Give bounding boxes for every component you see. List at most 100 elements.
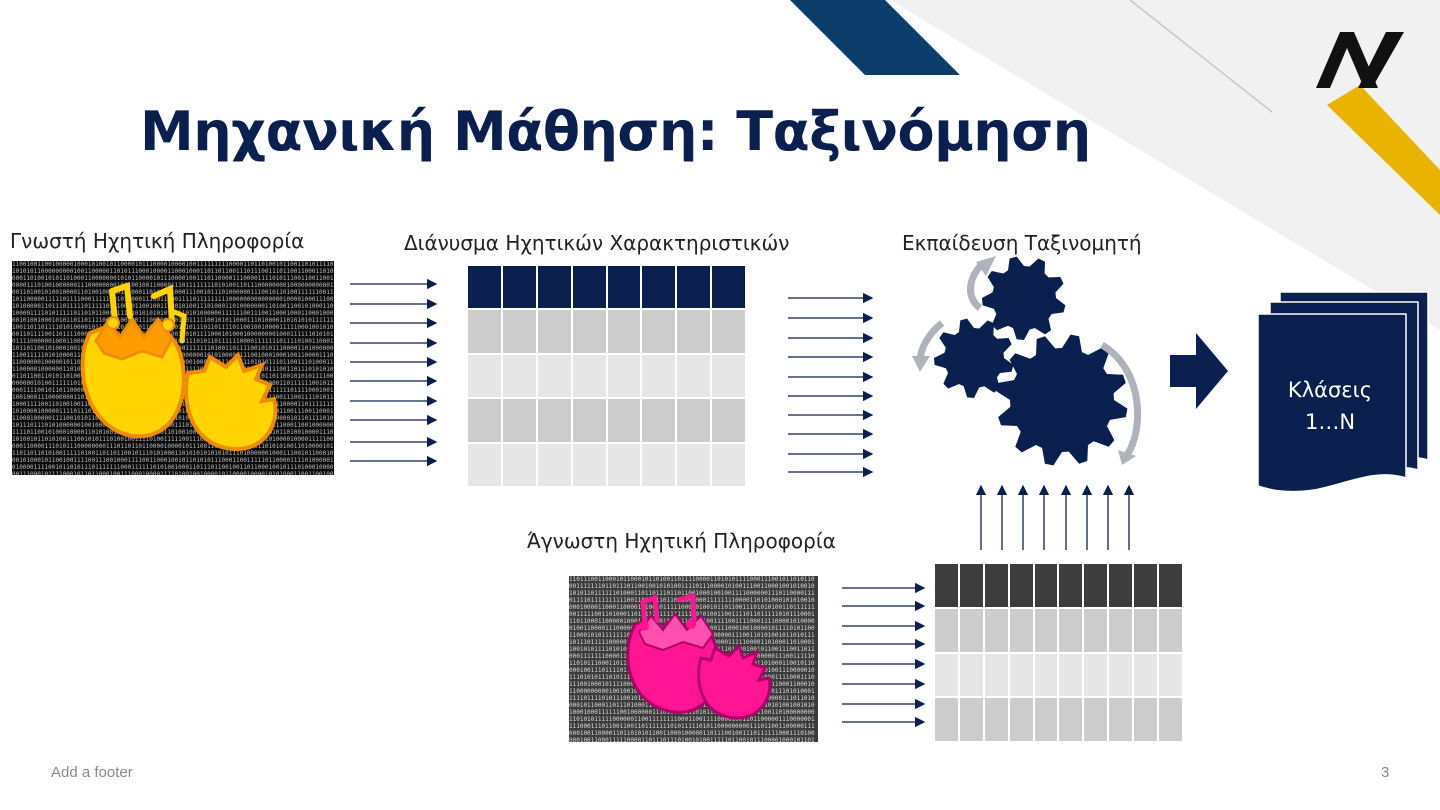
table-header-cell — [572, 266, 606, 309]
table-header-cell — [1059, 564, 1083, 607]
footer-text: Add a footer — [51, 764, 133, 781]
table-header-cell — [1109, 564, 1133, 607]
unknown-audio-label: Άγνωστη Ηχητική Πληροφορία — [527, 529, 836, 553]
table-header-cell — [1084, 564, 1108, 607]
gold-stripe — [1327, 85, 1440, 215]
table-header-cell — [607, 266, 641, 309]
table-cell — [1109, 653, 1133, 697]
table-cell — [502, 399, 536, 442]
table-cell — [1034, 698, 1058, 741]
classes-label: Κλάσεις 1…N — [1270, 374, 1390, 438]
light-gray-stripe — [890, 0, 1440, 330]
table-cell — [537, 443, 571, 486]
table-cell — [1059, 653, 1083, 697]
table-cell — [677, 443, 711, 486]
music-egg-pink-icon — [626, 592, 772, 720]
table-cell — [642, 399, 676, 442]
table-cell — [677, 399, 711, 442]
table-header-cell — [1034, 564, 1058, 607]
gear-rotation-arrow-right — [1100, 341, 1142, 457]
table-cell — [468, 399, 501, 442]
table-cell — [712, 443, 745, 486]
table-cell — [1009, 698, 1033, 741]
gears-icon — [912, 256, 1142, 466]
table-cell — [607, 310, 641, 353]
table-cell — [1034, 608, 1058, 652]
blue-stripe — [790, 0, 960, 75]
arrows-to-classifier-up — [975, 484, 1135, 550]
table-cell — [984, 653, 1008, 697]
table-cell — [959, 608, 983, 652]
slide-title: Μηχανική Μάθηση: Ταξινόμηση — [140, 100, 1091, 163]
table-cell — [607, 354, 641, 398]
classes-label-line1: Κλάσεις — [1287, 378, 1373, 402]
table-header-cell — [677, 266, 711, 309]
table-header-cell — [984, 564, 1008, 607]
table-header-cell — [959, 564, 983, 607]
unknown-audio-image: 1101110011000101100010110100110111100001… — [569, 576, 818, 742]
table-header-cell — [502, 266, 536, 309]
table-header-cell — [935, 564, 958, 607]
table-cell — [642, 443, 676, 486]
thin-gray-line — [1129, 0, 1273, 113]
table-cell — [607, 399, 641, 442]
table-cell — [1159, 608, 1182, 652]
known-audio-image: 1100100110010000010001010010110000101110… — [12, 261, 334, 475]
table-cell — [1134, 653, 1158, 697]
table-cell — [537, 399, 571, 442]
gear-large — [996, 334, 1128, 466]
table-cell — [572, 310, 606, 353]
table-cell — [677, 354, 711, 398]
table-cell — [642, 310, 676, 353]
table-header-cell — [642, 266, 676, 309]
table-cell — [1034, 653, 1058, 697]
table-header-cell — [712, 266, 745, 309]
arrow-right-icon — [1170, 333, 1228, 409]
table-header-cell — [1159, 564, 1182, 607]
table-cell — [642, 354, 676, 398]
table-cell — [1084, 608, 1108, 652]
table-header-cell — [1009, 564, 1033, 607]
table-cell — [935, 698, 958, 741]
known-audio-label: Γνωστή Ηχητική Πληροφορία — [10, 229, 305, 253]
table-cell — [1159, 698, 1182, 741]
table-cell — [935, 653, 958, 697]
table-cell — [1109, 608, 1133, 652]
arrows-to-feature-vector — [350, 278, 438, 467]
table-cell — [984, 698, 1008, 741]
table-cell — [468, 354, 501, 398]
table-cell — [572, 399, 606, 442]
table-cell — [502, 310, 536, 353]
document-stack-icon — [1257, 291, 1429, 493]
table-cell — [572, 354, 606, 398]
av-logo-icon — [1316, 32, 1404, 88]
table-cell — [1159, 653, 1182, 697]
table-cell — [572, 443, 606, 486]
table-cell — [712, 399, 745, 442]
table-cell — [502, 354, 536, 398]
table-cell — [677, 310, 711, 353]
table-cell — [468, 443, 501, 486]
table-cell — [1059, 608, 1083, 652]
table-cell — [537, 310, 571, 353]
classes-label-line2: 1…N — [1304, 410, 1356, 434]
table-cell — [959, 653, 983, 697]
table-cell — [984, 608, 1008, 652]
gear-small-top — [982, 256, 1066, 340]
table-cell — [712, 310, 745, 353]
gear-small-left — [934, 318, 1014, 398]
arrows-to-classifier — [788, 292, 874, 478]
page-number: 3 — [1381, 764, 1390, 781]
table-cell — [607, 443, 641, 486]
feature-vector-table — [468, 266, 745, 486]
table-cell — [1009, 653, 1033, 697]
table-cell — [468, 310, 501, 353]
classifier-training-label: Εκπαίδευση Ταξινομητή — [902, 231, 1142, 255]
table-cell — [1084, 698, 1108, 741]
table-cell — [712, 354, 745, 398]
table-cell — [1134, 698, 1158, 741]
table-header-cell — [1134, 564, 1158, 607]
gear-rotation-arrow-top — [967, 261, 985, 311]
